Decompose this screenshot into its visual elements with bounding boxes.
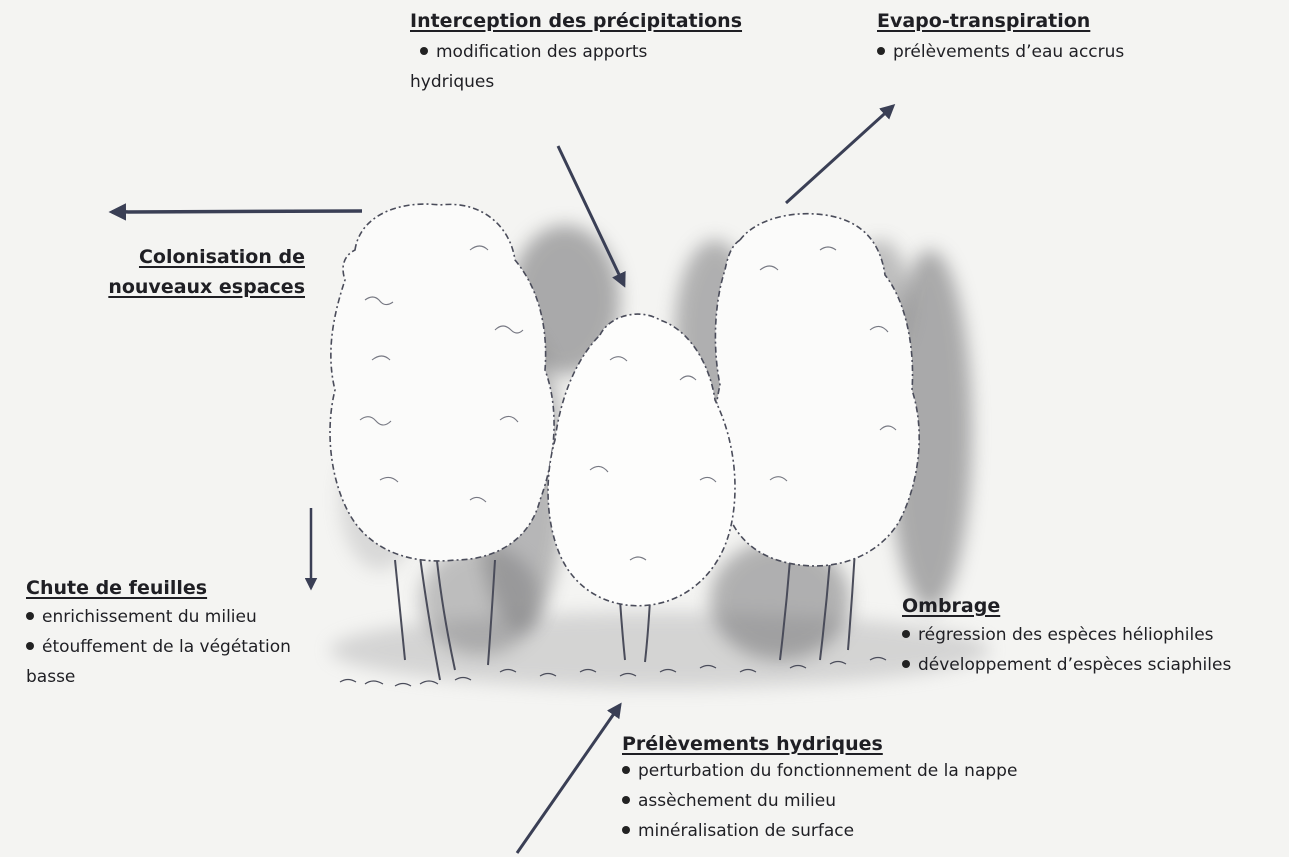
leaf-fall-title: Chute de feuilles [26,579,291,598]
bullet-icon [622,826,630,834]
leaf-fall-block: Chute de feuilles enrichissement du mili… [26,579,291,692]
bullet-icon [420,47,428,55]
interception-block: Interception des précipitations modifica… [410,12,742,97]
colonisation-title-line1: Colonisation de [108,248,305,267]
bullet-icon [877,47,885,55]
shade-title: Ombrage [902,597,1231,616]
shade-item: régression des espèces héliophiles [902,620,1231,650]
shade-item: développement d’espèces sciaphiles [902,650,1231,680]
water-uptake-item: perturbation du fonctionnement de la nap… [622,756,1017,786]
colonisation-block: Colonisation de nouveaux espaces [108,248,305,297]
water-uptake-arrow [517,705,620,853]
bullet-icon [26,612,34,620]
interception-item-continuation: hydriques [410,67,742,97]
water-uptake-block: Prélèvements hydriques perturbation du f… [622,735,1017,846]
shade-block: Ombrage régression des espèces héliophil… [902,597,1231,680]
bullet-icon [26,642,34,650]
leaf-fall-item: enrichissement du milieu [26,602,291,632]
water-uptake-title: Prélèvements hydriques [622,735,1017,754]
interception-item: modification des apports [410,37,742,67]
colonisation-title-line2: nouveaux espaces [108,278,305,297]
tree-crowns [330,204,919,606]
evapo-title: Evapo-transpiration [877,12,1124,31]
water-uptake-item: assèchement du milieu [622,786,1017,816]
evapo-block: Evapo-transpiration prélèvements d’eau a… [877,12,1124,67]
interception-title: Interception des précipitations [410,12,742,31]
leaf-fall-item: étouffement de la végétation [26,632,291,662]
colonisation-arrow [112,211,362,212]
evapo-item: prélèvements d’eau accrus [877,37,1124,67]
leaf-fall-item-continuation: basse [26,662,291,692]
bullet-icon [902,660,910,668]
bullet-icon [622,766,630,774]
bullet-icon [902,630,910,638]
evapotranspiration-arrow [786,106,893,203]
bullet-icon [622,796,630,804]
water-uptake-item: minéralisation de surface [622,816,1017,846]
